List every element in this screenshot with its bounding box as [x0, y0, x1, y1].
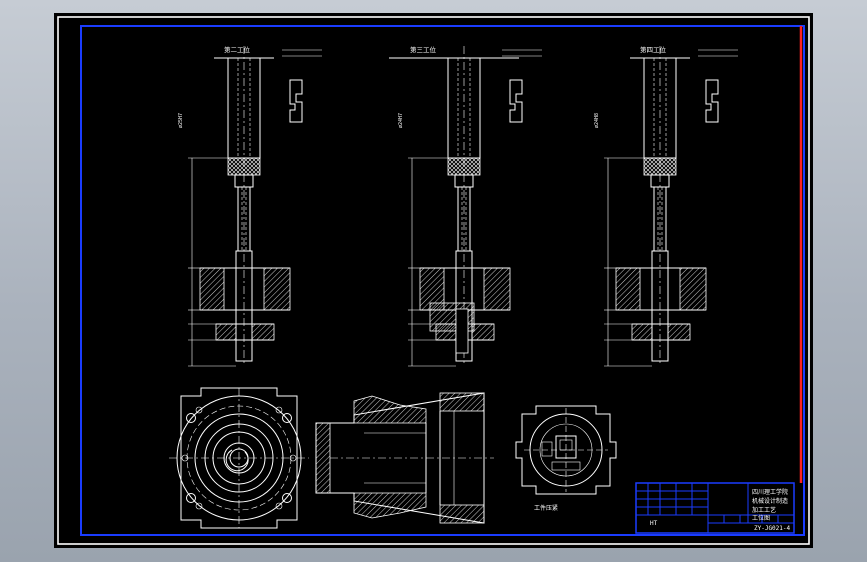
school-line-2: 机械设计制造	[752, 497, 788, 505]
station-label-3: 第四工位	[640, 45, 667, 54]
flange-front-view	[169, 387, 309, 529]
drawing-canvas: 第二工位 ø25H7 第三工位 ø24H7 第四工位 ø24H8	[57, 16, 810, 545]
drawing-number: ZY-JG021-4	[754, 525, 791, 532]
material-label: HT	[650, 520, 658, 527]
title-line-1: 加工工艺	[752, 506, 776, 514]
school-line-1: 四川理工学院	[752, 488, 788, 496]
title-block: 四川理工学院 机械设计制造 加工工艺 工位图 ZY-JG021-4 HT	[635, 482, 795, 534]
tool-station-3: 第四工位 ø24H8	[594, 45, 739, 367]
title-line-2: 工位图	[752, 514, 770, 522]
outer-border	[57, 16, 810, 545]
side-dim-label-1: ø25H7	[178, 113, 184, 128]
station-2-fixture-block	[429, 302, 475, 354]
tool-station-2: 第三工位 ø24H7	[389, 45, 543, 367]
clamp-view-label: 工件压紧	[534, 504, 558, 512]
side-dim-label-3: ø24H8	[594, 113, 600, 128]
clamping-detail-view: 工件压紧	[515, 405, 617, 512]
side-dim-label-2: ø24H7	[398, 113, 404, 128]
station-label-1: 第二工位	[224, 45, 251, 54]
station-label-2: 第三工位	[410, 45, 437, 54]
drawing-frame	[80, 25, 805, 536]
housing-section-view	[315, 392, 494, 524]
drawing-sheet: 第二工位 ø25H7 第三工位 ø24H7 第四工位 ø24H8	[54, 13, 813, 548]
tool-station-1: 第二工位 ø25H7	[178, 45, 323, 367]
